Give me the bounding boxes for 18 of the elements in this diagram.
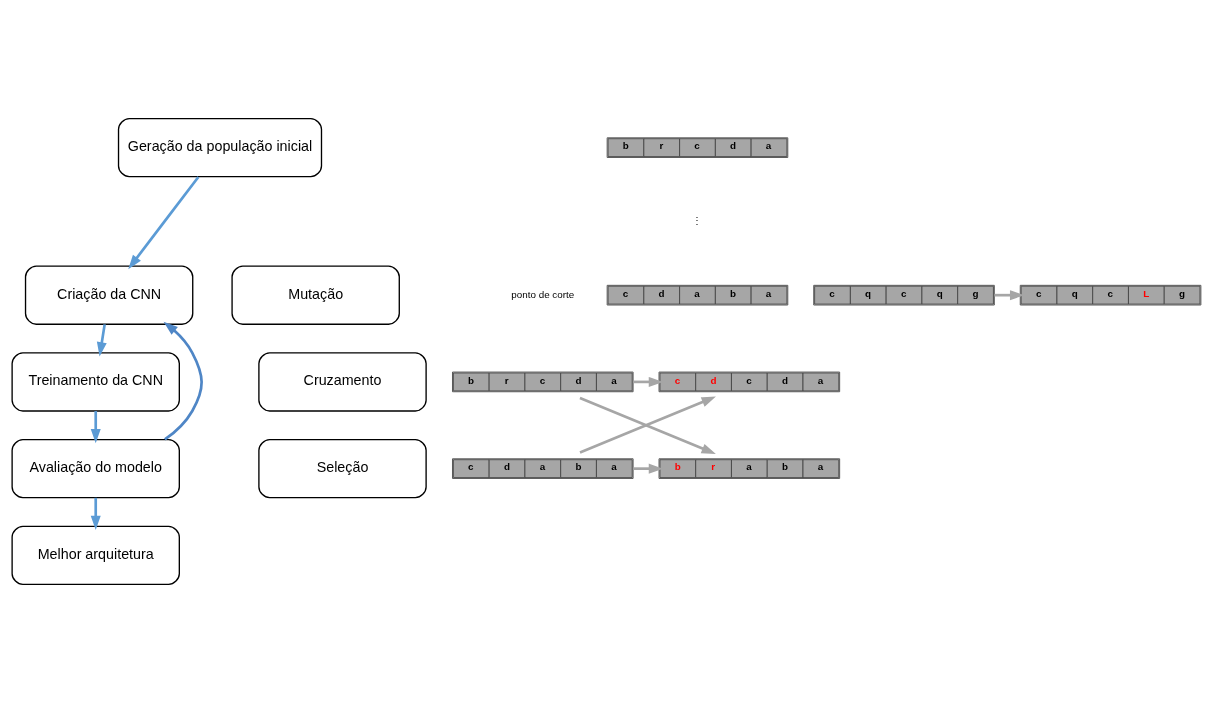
arrow — [90, 410, 101, 443]
arrow — [90, 497, 101, 530]
node-box: Treinamento da CNN — [11, 351, 180, 412]
label: ponto de corte — [511, 288, 575, 300]
node-box: Seleção — [258, 438, 427, 498]
arrow — [96, 323, 107, 357]
arrow — [128, 175, 200, 269]
node-box: Avaliação do modelo — [11, 438, 180, 498]
node-box: Cruzamento — [258, 351, 427, 412]
label: ⋮ — [692, 214, 703, 226]
arrow — [163, 321, 203, 440]
arrow — [633, 463, 664, 474]
arrow — [994, 289, 1025, 300]
node-box: Geração da população inicial — [117, 117, 323, 177]
node-box: Criação da CNN — [24, 264, 194, 325]
node-box: Mutação — [231, 264, 400, 325]
arrow — [579, 396, 716, 454]
node-box: Melhor arquitetura — [11, 525, 180, 585]
